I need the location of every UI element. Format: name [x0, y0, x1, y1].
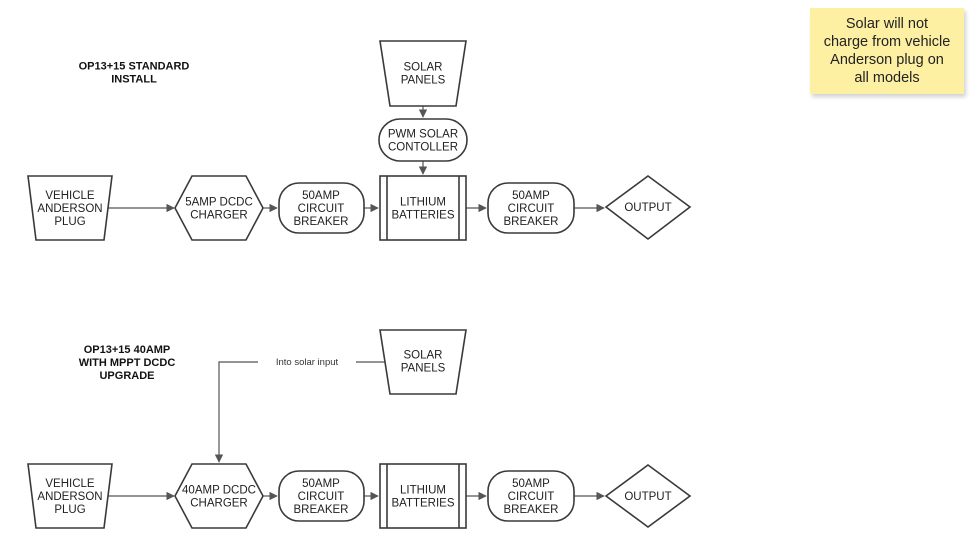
label-line: SOLAR — [404, 350, 443, 362]
label-line: INSTALL — [111, 74, 157, 86]
edge-label-into-solar-input: Into solar input — [276, 357, 339, 368]
label-line: VEHICLE — [45, 190, 95, 202]
label-line: BREAKER — [294, 504, 349, 516]
label-line: OUTPUT — [624, 491, 671, 503]
label-line: OP13+15 STANDARD — [79, 61, 190, 73]
label-line: CIRCUIT — [508, 203, 555, 215]
label-line: WITH MPPT DCDC — [79, 357, 176, 369]
label-line: CHARGER — [190, 210, 248, 222]
label-line: PLUG — [54, 216, 85, 228]
label-line: BREAKER — [294, 216, 349, 228]
sticky-note-text: Solar will not charge from vehicle Ander… — [824, 15, 951, 87]
label-line: VEHICLE — [45, 478, 95, 490]
label-line: CIRCUIT — [298, 203, 345, 215]
sticky-note-line: Solar will not — [845, 16, 929, 32]
label-line: BATTERIES — [391, 498, 454, 510]
label-line: PANELS — [401, 363, 446, 375]
sticky-note-line: all models — [854, 70, 920, 86]
label-line: CIRCUIT — [298, 491, 345, 503]
svg-text:OUTPUT: OUTPUT — [624, 491, 671, 503]
label-line: LITHIUM — [400, 485, 446, 497]
label-line: BREAKER — [504, 504, 559, 516]
label-line: SOLAR — [404, 62, 443, 74]
label-line: CONTOLLER — [388, 142, 458, 154]
label-line: ANDERSON — [37, 203, 102, 215]
label-line: 40AMP DCDC — [182, 485, 256, 497]
node-output: OUTPUT — [604, 175, 692, 241]
label-line: 50AMP — [302, 190, 340, 202]
label-line: PANELS — [401, 75, 446, 87]
label-line: BREAKER — [504, 216, 559, 228]
sticky-note-line: Anderson plug on — [830, 52, 944, 68]
edge-solar-to-charger — [214, 361, 390, 463]
label-line: 50AMP — [512, 478, 550, 490]
label-line: OP13+15 40AMP — [84, 344, 171, 356]
label-line: CIRCUIT — [508, 491, 555, 503]
label-line: UPGRADE — [99, 370, 154, 382]
edge-label-bg — [258, 355, 356, 368]
label-line: PWM SOLAR — [388, 129, 458, 141]
label-line: 50AMP — [302, 478, 340, 490]
svg-text:OUTPUT: OUTPUT — [624, 202, 671, 214]
label-line: CHARGER — [190, 498, 248, 510]
label-line: PLUG — [54, 504, 85, 516]
sticky-note: Solar will not charge from vehicle Ander… — [810, 8, 964, 94]
label-line: 50AMP — [512, 190, 550, 202]
label-line: BATTERIES — [391, 210, 454, 222]
label-line: OUTPUT — [624, 202, 671, 214]
label-line: ANDERSON — [37, 491, 102, 503]
label-line: LITHIUM — [400, 197, 446, 209]
node-output: OUTPUT — [604, 464, 692, 528]
sticky-note-line: charge from vehicle — [823, 34, 951, 50]
label-line: 5AMP DCDC — [185, 197, 253, 209]
